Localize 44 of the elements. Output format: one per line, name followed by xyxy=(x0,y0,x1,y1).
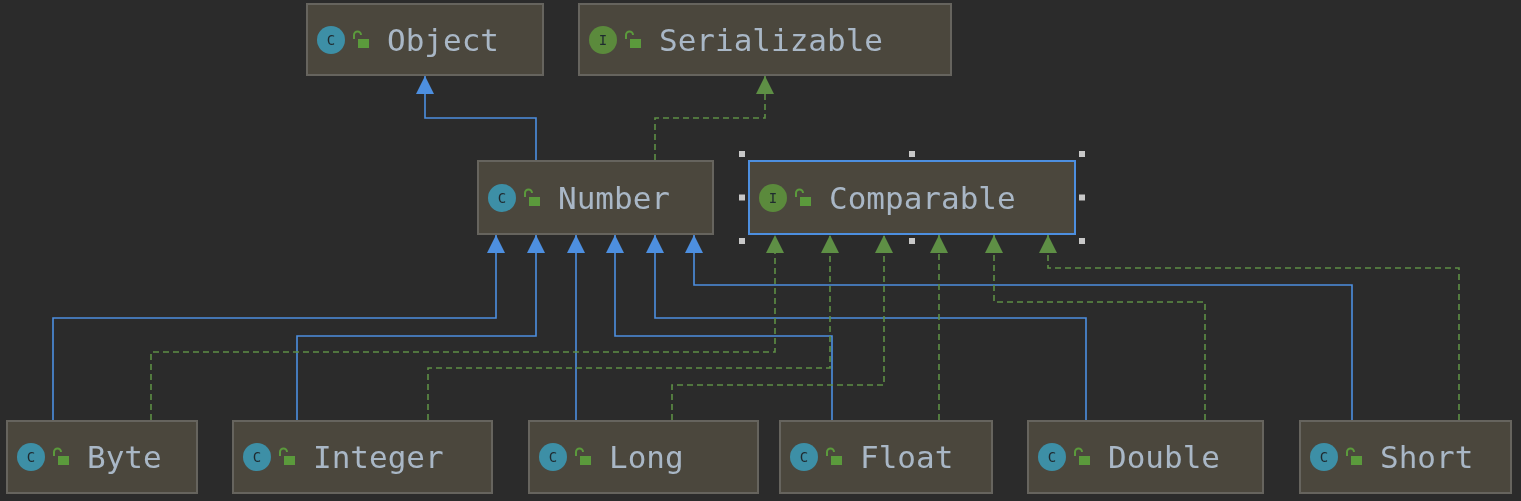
arrow xyxy=(930,234,948,421)
kind-badge: C xyxy=(1310,443,1338,471)
class-box xyxy=(578,3,952,76)
class-box xyxy=(477,160,714,235)
class-name: Long xyxy=(609,439,684,475)
class-name: Object xyxy=(387,21,499,58)
kind-badge: C xyxy=(243,443,271,471)
class-box xyxy=(1299,420,1512,494)
class-box xyxy=(232,420,493,494)
arrow xyxy=(150,234,784,421)
class-name: Short xyxy=(1380,439,1474,475)
arrow xyxy=(671,234,893,421)
class-name: Byte xyxy=(87,439,162,475)
arrow xyxy=(606,234,833,421)
class-name: Float xyxy=(860,439,954,475)
class-name: Double xyxy=(1108,439,1220,475)
kind-badge: C xyxy=(539,443,567,471)
class-name: Number xyxy=(558,179,670,216)
arrow xyxy=(296,234,545,421)
kind-badge: C xyxy=(1038,443,1066,471)
class-box xyxy=(528,420,759,494)
kind-badge: C xyxy=(17,443,45,471)
arrow xyxy=(685,234,1353,421)
class-box xyxy=(6,420,198,494)
class-name: Comparable xyxy=(829,179,1016,216)
arrow xyxy=(567,234,585,421)
kind-badge: C xyxy=(790,443,818,471)
arrow xyxy=(52,234,505,421)
arrow xyxy=(1039,234,1460,421)
arrow xyxy=(654,75,774,161)
class-name: Serializable xyxy=(659,21,883,58)
arrow xyxy=(646,234,1087,421)
class-box xyxy=(779,420,993,494)
class-name: Integer xyxy=(313,439,444,475)
class-box xyxy=(748,160,1076,235)
arrow xyxy=(427,234,839,421)
kind-badge: C xyxy=(317,25,345,54)
kind-badge: I xyxy=(589,25,617,54)
arrow xyxy=(416,75,537,161)
class-box xyxy=(1027,420,1264,494)
kind-badge: C xyxy=(488,183,516,212)
kind-badge: I xyxy=(759,183,787,212)
arrow xyxy=(985,234,1206,421)
class-box xyxy=(306,3,544,76)
